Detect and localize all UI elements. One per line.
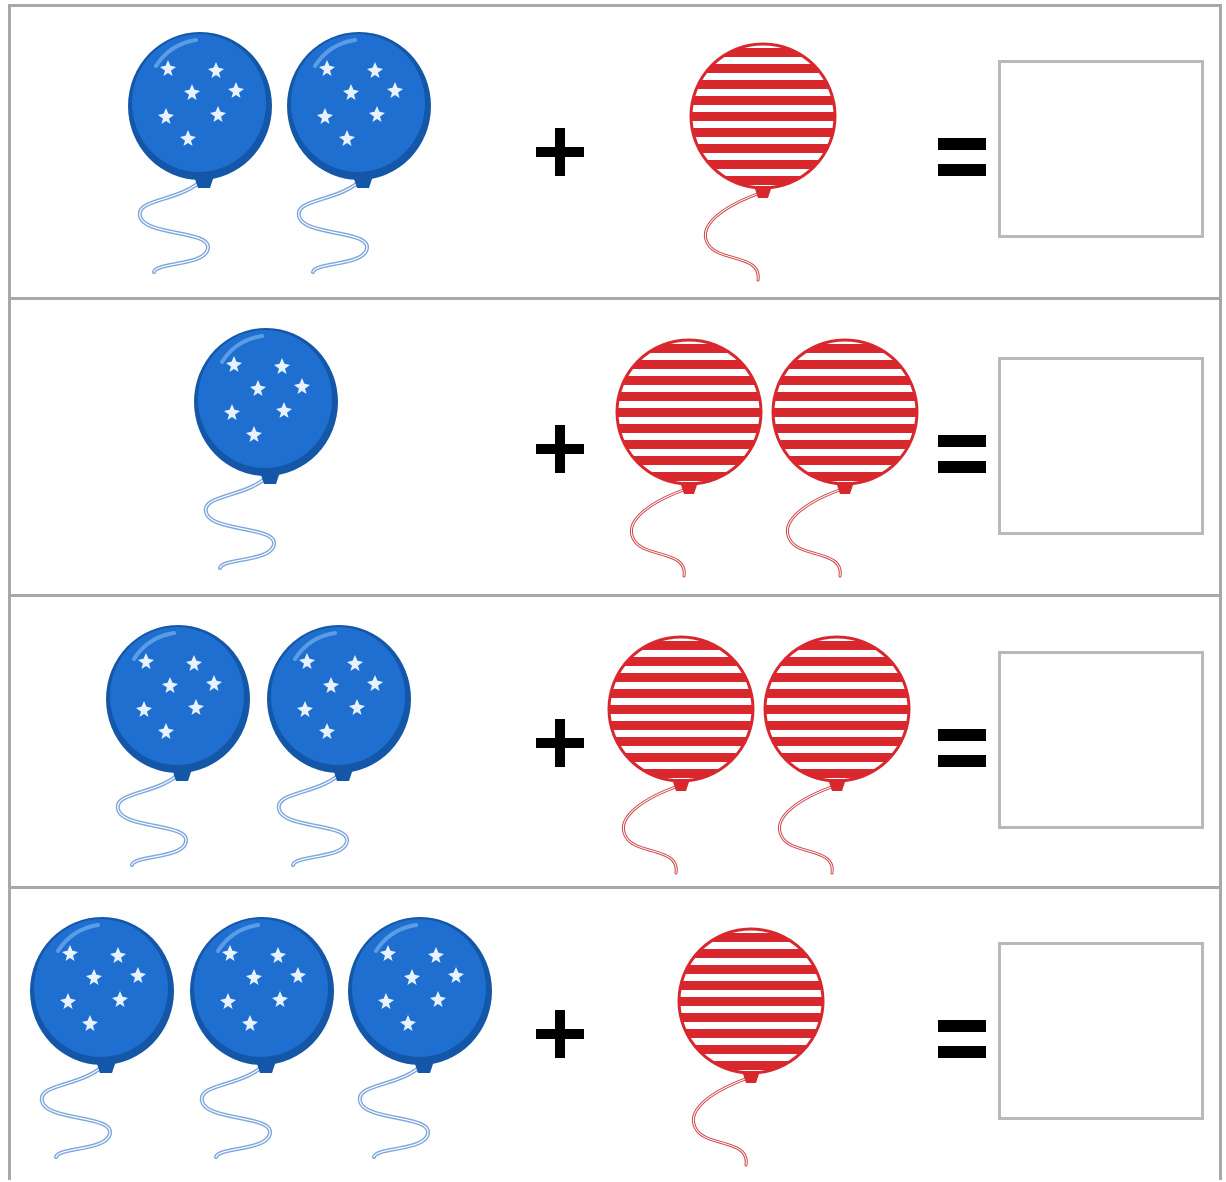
blue-dotted-balloon-icon (188, 911, 338, 1161)
red-striped-balloon-icon (614, 330, 764, 580)
equals-icon (930, 1008, 994, 1072)
red-striped-balloon-icon (770, 330, 920, 580)
answer-box[interactable] (998, 941, 1204, 1120)
plus-icon (528, 1002, 592, 1066)
equals-icon (930, 423, 994, 487)
blue-dotted-balloon-icon (126, 26, 276, 276)
blue-dotted-balloon-icon (346, 911, 496, 1161)
answer-box[interactable] (998, 651, 1204, 829)
blue-dotted-balloon-icon (28, 911, 178, 1161)
worksheet (8, 4, 1222, 1180)
blue-dotted-balloon-icon (285, 26, 435, 276)
blue-dotted-balloon-icon (192, 322, 342, 572)
row-divider (8, 297, 1222, 300)
red-striped-balloon-icon (762, 627, 912, 877)
blue-dotted-balloon-icon (104, 619, 254, 869)
row-divider (8, 594, 1222, 597)
plus-icon (528, 120, 592, 184)
equals-icon (930, 717, 994, 781)
answer-box[interactable] (998, 60, 1204, 238)
red-striped-balloon-icon (688, 34, 838, 284)
red-striped-balloon-icon (606, 627, 756, 877)
equals-icon (930, 126, 994, 190)
blue-dotted-balloon-icon (265, 619, 415, 869)
answer-box[interactable] (998, 356, 1204, 535)
plus-icon (528, 711, 592, 775)
row-divider (8, 886, 1222, 889)
plus-icon (528, 417, 592, 481)
red-striped-balloon-icon (676, 919, 826, 1169)
